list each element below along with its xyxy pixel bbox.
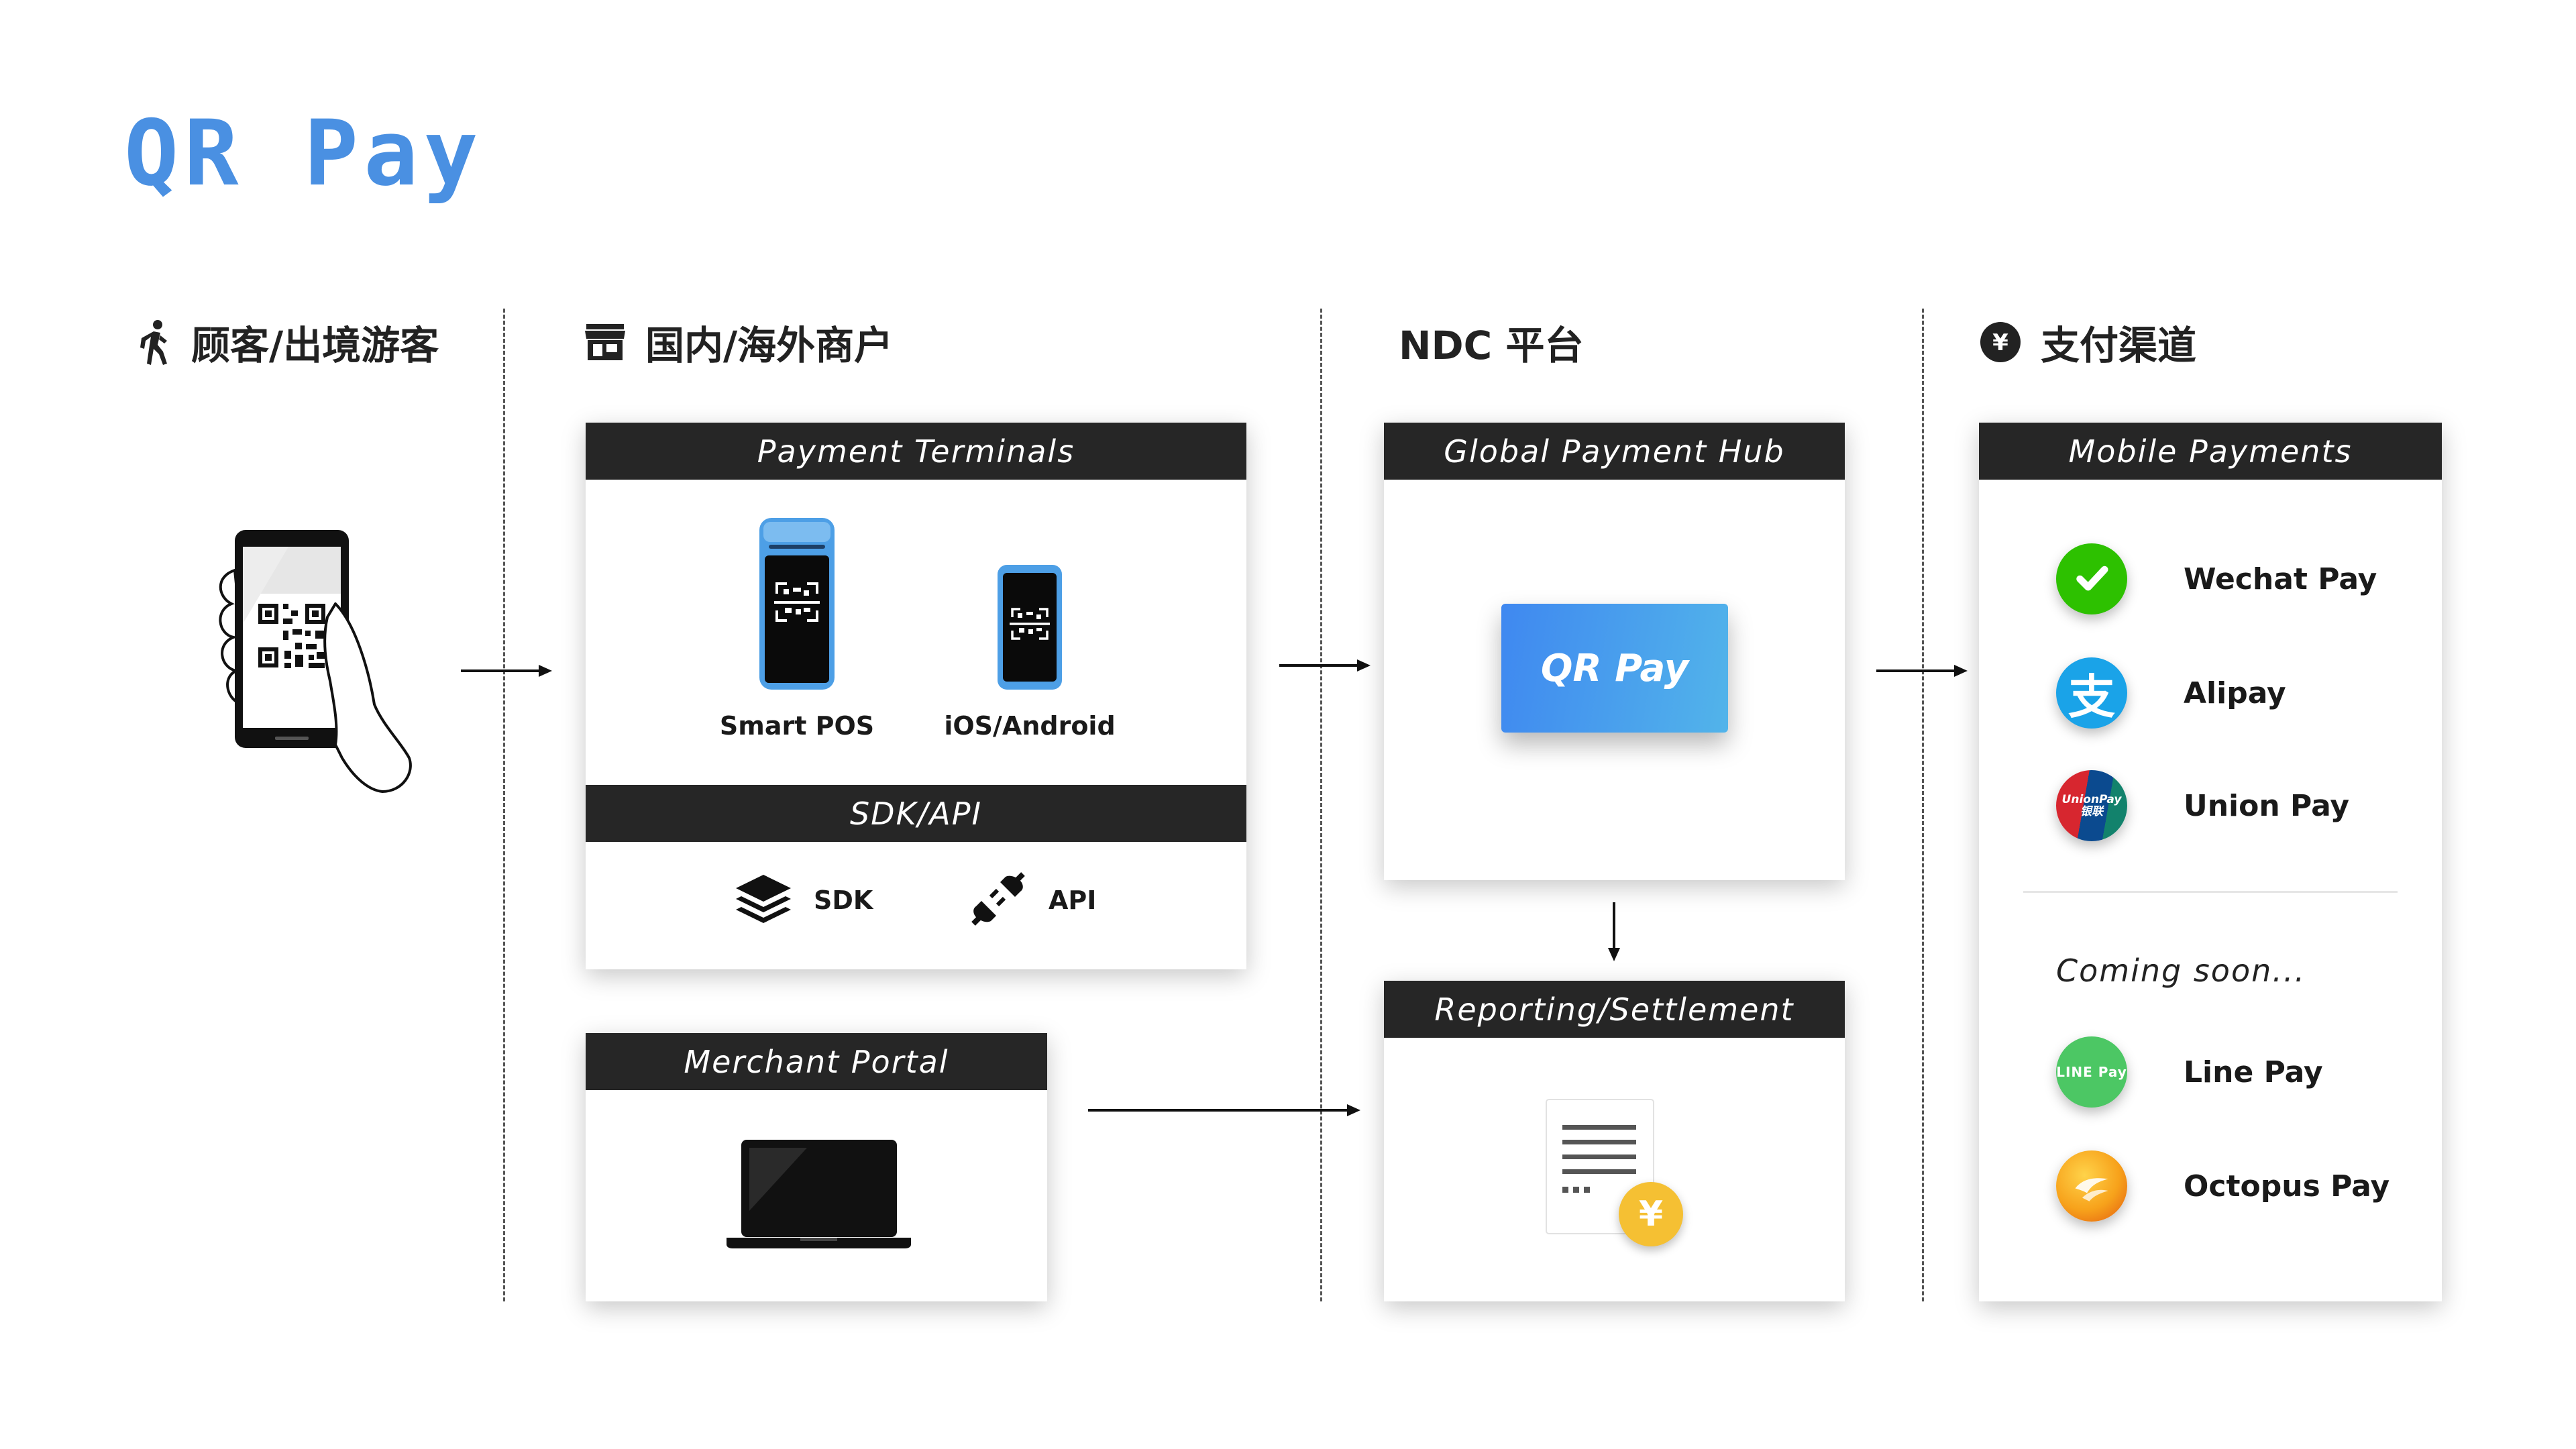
union-pay-label: Union Pay xyxy=(2184,788,2350,823)
smart-pos-label: Smart POS xyxy=(719,711,875,741)
column-header-channels: ¥ 支付渠道 xyxy=(1979,305,2196,379)
payment-channel-row: LINE Pay Line Pay xyxy=(2056,1036,2323,1108)
payment-channel-row: UnionPay 银联 Union Pay xyxy=(2056,770,2349,841)
ios-android-label: iOS/Android xyxy=(944,711,1116,741)
flow-arrow xyxy=(461,665,552,677)
api-label: API xyxy=(1049,885,1097,915)
mobile-payments-card: Mobile Payments Wechat Pay 支 Alipay Unio… xyxy=(1979,423,2442,1301)
sdk-label: SDK xyxy=(814,885,873,915)
yen-coin-icon: ¥ xyxy=(1619,1182,1683,1246)
wechat-pay-label: Wechat Pay xyxy=(2184,561,2377,596)
column-divider xyxy=(1320,309,1322,1301)
line-pay-label: Line Pay xyxy=(2184,1055,2323,1089)
octopus-pay-logo-icon xyxy=(2056,1150,2127,1222)
qr-pay-button[interactable]: QR Pay xyxy=(1501,604,1728,733)
union-pay-logo-icon: UnionPay 银联 xyxy=(2056,770,2127,841)
flow-arrow-down xyxy=(1608,902,1620,961)
column-header-channels-label: 支付渠道 xyxy=(2041,323,2197,368)
merchant-portal-header: Merchant Portal xyxy=(586,1033,1047,1090)
mobile-device-icon xyxy=(996,564,1063,694)
octopus-pay-label: Octopus Pay xyxy=(2184,1169,2390,1203)
phone-scanning-qr-illustration xyxy=(201,523,429,808)
mobile-payments-header: Mobile Payments xyxy=(1979,423,2442,480)
reporting-settlement-card: Reporting/Settlement ¥ xyxy=(1384,981,1845,1301)
global-payment-hub-card: Global Payment Hub QR Pay xyxy=(1384,423,1845,880)
column-divider xyxy=(1922,309,1924,1301)
global-payment-hub-header: Global Payment Hub xyxy=(1384,423,1845,480)
flow-arrow xyxy=(1876,665,1968,677)
column-header-customer: 顾客/出境游客 xyxy=(138,305,439,379)
column-divider xyxy=(503,309,505,1301)
laptop-icon xyxy=(727,1137,911,1254)
svg-text:¥: ¥ xyxy=(1992,329,2008,356)
column-header-customer-label: 顾客/出境游客 xyxy=(191,323,439,368)
column-header-platform: NDC 平台 xyxy=(1399,305,1583,379)
merchant-portal-card: Merchant Portal xyxy=(586,1033,1047,1301)
page-title: QR Pay xyxy=(124,101,484,206)
column-header-platform-label: NDC 平台 xyxy=(1399,323,1584,368)
plug-icon xyxy=(968,869,1028,932)
walking-person-icon xyxy=(138,319,172,365)
flow-arrow xyxy=(1279,659,1371,672)
alipay-label: Alipay xyxy=(2184,676,2286,710)
payment-channel-row: Octopus Pay xyxy=(2056,1150,2390,1222)
payment-channel-row: Wechat Pay xyxy=(2056,543,2377,614)
api-item: API xyxy=(968,869,1096,932)
wechat-pay-logo-icon xyxy=(2056,543,2127,614)
storefront-icon xyxy=(584,323,627,362)
column-header-merchant-label: 国内/海外商户 xyxy=(645,323,894,368)
sdk-item: SDK xyxy=(733,872,873,928)
reporting-settlement-header: Reporting/Settlement xyxy=(1384,981,1845,1038)
payment-terminals-card: Payment Terminals Smart POS iOS/Android xyxy=(586,423,1246,969)
line-pay-logo-icon: LINE Pay xyxy=(2056,1036,2127,1108)
line-pay-logo-text: LINE Pay xyxy=(2056,1064,2127,1080)
coming-soon-label: Coming soon... xyxy=(2056,953,2306,989)
layers-stack-icon xyxy=(733,872,794,928)
yen-symbol: ¥ xyxy=(1638,1194,1664,1234)
smart-pos-device-icon xyxy=(757,517,837,694)
payment-channel-row: 支 Alipay xyxy=(2056,657,2286,729)
flow-arrow xyxy=(1088,1104,1360,1116)
sdk-api-header: SDK/API xyxy=(586,785,1246,842)
divider xyxy=(2023,891,2398,893)
alipay-logo-icon: 支 xyxy=(2056,657,2127,729)
payment-terminals-header: Payment Terminals xyxy=(586,423,1246,480)
union-pay-logo-text: UnionPay 银联 xyxy=(2061,793,2122,818)
column-header-merchant: 国内/海外商户 xyxy=(584,305,893,379)
yen-coin-icon: ¥ xyxy=(1979,321,2022,364)
